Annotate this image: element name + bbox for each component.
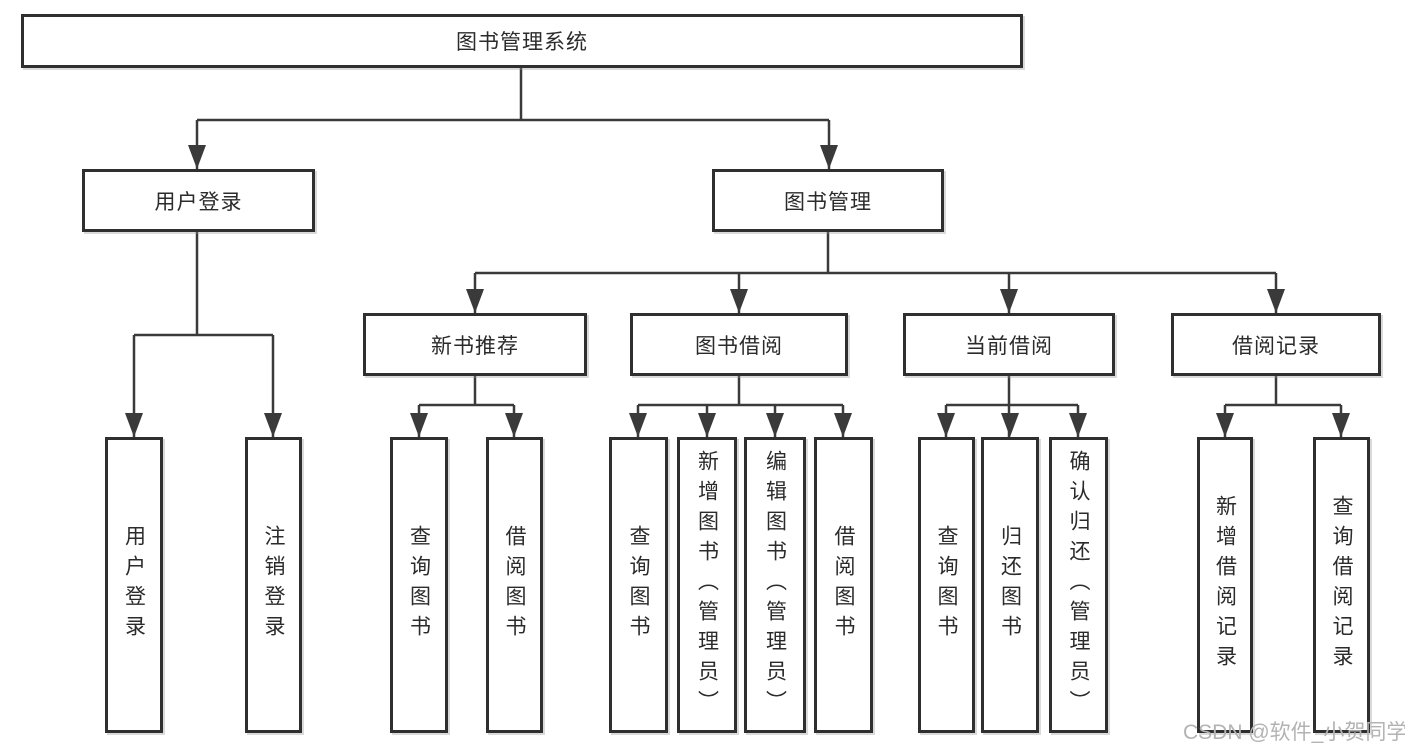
node-current-borrow-label: 当前借阅 — [965, 334, 1053, 358]
leaf-return-book: 归还图书 — [981, 437, 1039, 733]
leaf-query-books-borrow-label: 查询图书 — [627, 525, 650, 645]
watermark: CSDN @软件_小贺同学 — [1183, 721, 1405, 744]
leaf-query-books-recommend-label: 查询图书 — [407, 525, 431, 645]
leaf-query-borrow-record-label: 查询借阅记录 — [1330, 495, 1353, 675]
leaf-confirm-return-admin-label: 确认归还（管理员） — [1067, 450, 1090, 720]
node-root-label: 图书管理系统 — [456, 31, 588, 54]
leaf-add-book-admin: 新增图书（管理员） — [677, 437, 737, 733]
node-book-management: 图书管理 — [712, 169, 944, 232]
leaf-query-borrow-record: 查询借阅记录 — [1313, 437, 1370, 733]
leaf-add-borrow-record-label: 新增借阅记录 — [1213, 495, 1237, 675]
leaf-user-login: 用户登录 — [105, 437, 163, 733]
leaf-confirm-return-admin: 确认归还（管理员） — [1049, 437, 1108, 733]
leaf-return-book-label: 归还图书 — [998, 525, 1022, 645]
leaf-borrow-books-label: 借阅图书 — [832, 525, 855, 645]
node-root: 图书管理系统 — [21, 14, 1023, 68]
leaf-user-login-label: 用户登录 — [122, 525, 146, 645]
node-new-book-recommend: 新书推荐 — [363, 313, 587, 376]
leaf-logout: 注销登录 — [245, 437, 302, 733]
leaf-add-borrow-record: 新增借阅记录 — [1197, 437, 1253, 733]
node-book-borrow: 图书借阅 — [630, 313, 848, 376]
node-current-borrow: 当前借阅 — [903, 313, 1115, 376]
leaf-logout-label: 注销登录 — [262, 525, 285, 645]
leaf-borrow-books-recommend-label: 借阅图书 — [503, 525, 526, 645]
node-user-login: 用户登录 — [82, 169, 315, 232]
node-borrow-records: 借阅记录 — [1171, 313, 1381, 376]
leaf-borrow-books-recommend: 借阅图书 — [486, 437, 543, 733]
leaf-edit-book-admin: 编辑图书（管理员） — [744, 437, 806, 733]
leaf-query-books-borrow: 查询图书 — [609, 437, 668, 733]
node-new-book-recommend-label: 新书推荐 — [431, 334, 519, 358]
leaf-query-books-current: 查询图书 — [918, 437, 975, 733]
node-user-login-label: 用户登录 — [154, 190, 243, 214]
leaf-query-books-current-label: 查询图书 — [935, 525, 958, 645]
node-book-management-label: 图书管理 — [784, 190, 872, 214]
leaf-borrow-books: 借阅图书 — [814, 437, 873, 733]
leaf-query-books-recommend: 查询图书 — [390, 437, 448, 733]
node-book-borrow-label: 图书借阅 — [695, 334, 783, 358]
leaf-edit-book-admin-label: 编辑图书（管理员） — [763, 450, 787, 720]
node-borrow-records-label: 借阅记录 — [1232, 334, 1320, 358]
leaf-add-book-admin-label: 新增图书（管理员） — [695, 450, 719, 720]
